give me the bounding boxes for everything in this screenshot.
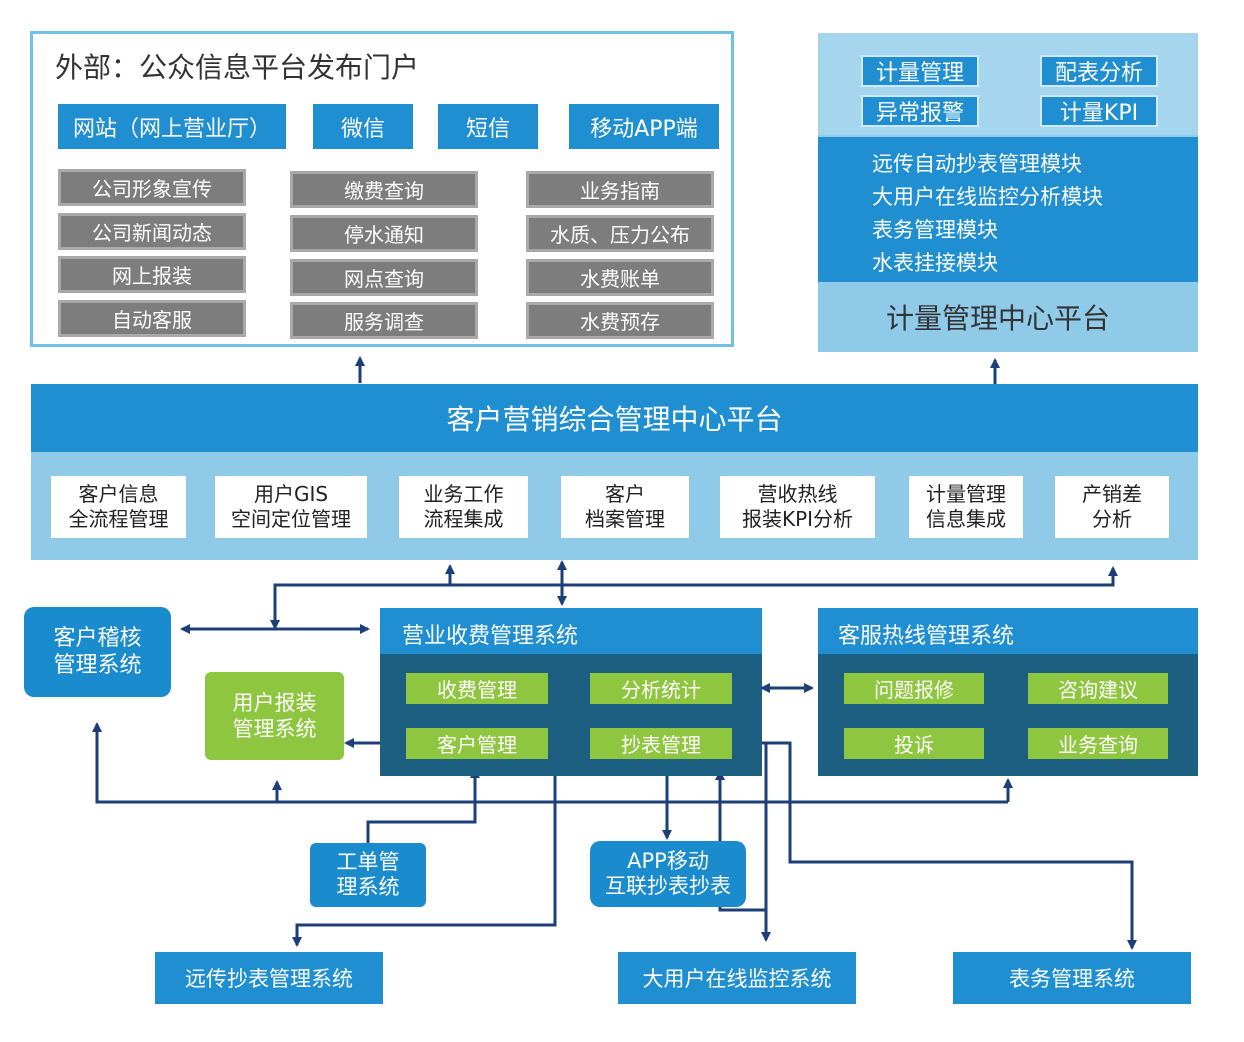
- module-metering-integration[interactable]: 计量管理 信息集成: [909, 476, 1023, 538]
- billing-item-charge[interactable]: 收费管理: [406, 673, 548, 704]
- portal-item-news[interactable]: 公司新闻动态: [58, 213, 246, 250]
- metering-modules-area: [818, 137, 1198, 282]
- portal-item-online-install[interactable]: 网上报装: [58, 256, 246, 293]
- hotline-system-panel: 客服热线管理系统 问题报修 咨询建议 投诉 业务查询: [818, 608, 1198, 776]
- channel-sms[interactable]: 短信: [438, 104, 538, 149]
- portal-item-payment-query[interactable]: 缴费查询: [290, 171, 478, 208]
- module-remote-reading: 远传自动抄表管理模块: [872, 152, 1082, 176]
- module-workflow[interactable]: 业务工作 流程集成: [399, 476, 528, 538]
- channel-website[interactable]: 网站（网上营业厅）: [58, 104, 286, 149]
- hotline-item-query[interactable]: 业务查询: [1028, 728, 1168, 759]
- channel-app[interactable]: 移动APP端: [569, 104, 719, 149]
- portal-item-guide[interactable]: 业务指南: [526, 171, 714, 208]
- arrow-workorder-to-billing: [366, 768, 480, 843]
- arrow-to-remote-meter: [292, 743, 557, 947]
- billing-item-analytics[interactable]: 分析统计: [590, 673, 732, 704]
- portal-item-prepay[interactable]: 水费预存: [526, 302, 714, 339]
- module-big-user-monitor: 大用户在线监控分析模块: [872, 185, 1103, 209]
- portal-item-bill[interactable]: 水费账单: [526, 259, 714, 296]
- hotline-item-repair[interactable]: 问题报修: [844, 673, 984, 704]
- portal-item-quality[interactable]: 水质、压力公布: [526, 215, 714, 252]
- public-portal-panel: 外部：公众信息平台发布门户 网站（网上营业厅） 微信 短信 移动APP端 公司形…: [30, 31, 734, 347]
- billing-system-panel: 营业收费管理系统 收费管理 分析统计 客户管理 抄表管理: [380, 608, 762, 776]
- module-gis[interactable]: 用户GIS 空间定位管理: [215, 476, 367, 538]
- billing-title: 营业收费管理系统: [402, 624, 579, 649]
- arrow-loop-to-audit: [92, 722, 1008, 804]
- metering-tag-management[interactable]: 计量管理: [861, 55, 979, 87]
- portal-title: 外部：公众信息平台发布门户: [55, 51, 420, 84]
- module-kpi[interactable]: 营收热线 报装KPI分析: [720, 476, 875, 538]
- portal-item-outage-notice[interactable]: 停水通知: [290, 215, 478, 252]
- module-meter-service: 表务管理模块: [872, 218, 998, 242]
- metering-tag-alarm[interactable]: 异常报警: [861, 95, 979, 127]
- meter-service-system[interactable]: 表务管理系统: [953, 952, 1191, 1004]
- portal-item-branch-query[interactable]: 网点查询: [290, 259, 478, 296]
- platform-title-bar: 客户营销综合管理中心平台: [31, 384, 1198, 452]
- audit-system-box[interactable]: 客户稽核 管理系统: [24, 607, 171, 697]
- hotline-title: 客服热线管理系统: [838, 624, 1015, 649]
- big-user-monitor-system[interactable]: 大用户在线监控系统: [618, 952, 856, 1004]
- module-archive[interactable]: 客户 档案管理: [561, 476, 689, 538]
- platform-title: 客户营销综合管理中心平台: [446, 403, 783, 436]
- portal-item-survey[interactable]: 服务调查: [290, 302, 478, 339]
- metering-platform-title: 计量管理中心平台: [885, 302, 1110, 335]
- billing-item-reading[interactable]: 抄表管理: [590, 728, 732, 759]
- module-loss-analysis[interactable]: 产销差 分析: [1055, 476, 1169, 538]
- metering-tag-kpi[interactable]: 计量KPI: [1040, 95, 1158, 127]
- billing-header: [380, 608, 762, 654]
- module-meter-binding: 水表挂接模块: [872, 251, 998, 275]
- hotline-header: [818, 608, 1198, 654]
- module-customer-info[interactable]: 客户信息 全流程管理: [51, 476, 186, 538]
- portal-item-image[interactable]: 公司形象宣传: [58, 169, 246, 206]
- hotline-item-advice[interactable]: 咨询建议: [1028, 673, 1168, 704]
- metering-tag-analysis[interactable]: 配表分析: [1040, 55, 1158, 87]
- hotline-item-complaint[interactable]: 投诉: [844, 728, 984, 759]
- channel-wechat[interactable]: 微信: [313, 104, 413, 149]
- arrow-to-meter-service: [766, 741, 1137, 950]
- app-reading-box[interactable]: APP移动 互联抄表抄表: [590, 841, 746, 907]
- metering-platform-panel: 计量管理 配表分析 异常报警 计量KPI 远传自动抄表管理模块 大用户在线监控分…: [818, 33, 1198, 352]
- billing-item-customer[interactable]: 客户管理: [406, 728, 548, 759]
- workorder-system-box[interactable]: 工单管 理系统: [310, 843, 426, 907]
- remote-reading-system[interactable]: 远传抄表管理系统: [155, 952, 383, 1004]
- portal-item-auto-service[interactable]: 自动客服: [58, 300, 246, 337]
- install-system-box[interactable]: 用户报装 管理系统: [205, 672, 344, 760]
